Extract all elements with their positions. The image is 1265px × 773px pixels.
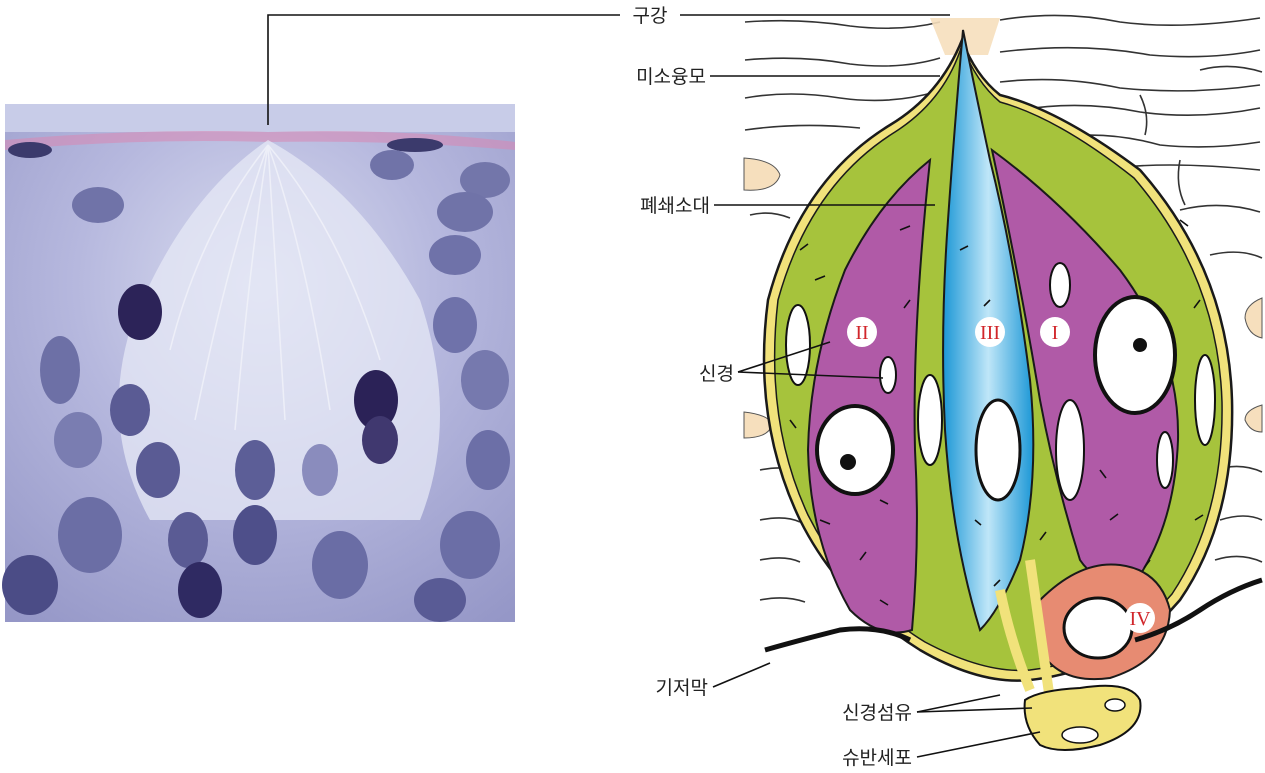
type-3-label: III [980, 322, 1000, 344]
type-4-label: IV [1129, 608, 1151, 630]
type-1-label: I [1052, 322, 1059, 344]
label-microvilli: 미소융모 [636, 66, 706, 88]
label-basal-membrane: 기저막 [656, 677, 708, 699]
label-nerve-fiber: 신경섬유 [842, 702, 912, 724]
type-3-nucleus [976, 400, 1020, 500]
type-1-nucleus [1095, 297, 1175, 413]
label-nerve: 신경 [699, 363, 734, 385]
type-2-label: II [855, 322, 868, 344]
type-4-nucleus [1064, 598, 1132, 658]
label-tight-junction: 폐쇄소대 [640, 195, 710, 217]
label-schwann-cell: 슈반세포 [842, 747, 912, 769]
label-oral-cavity: 구강 [633, 5, 668, 27]
type-2-nucleus [817, 406, 893, 494]
micrograph-surface-band [5, 104, 515, 132]
micrograph-panel [2, 104, 515, 622]
